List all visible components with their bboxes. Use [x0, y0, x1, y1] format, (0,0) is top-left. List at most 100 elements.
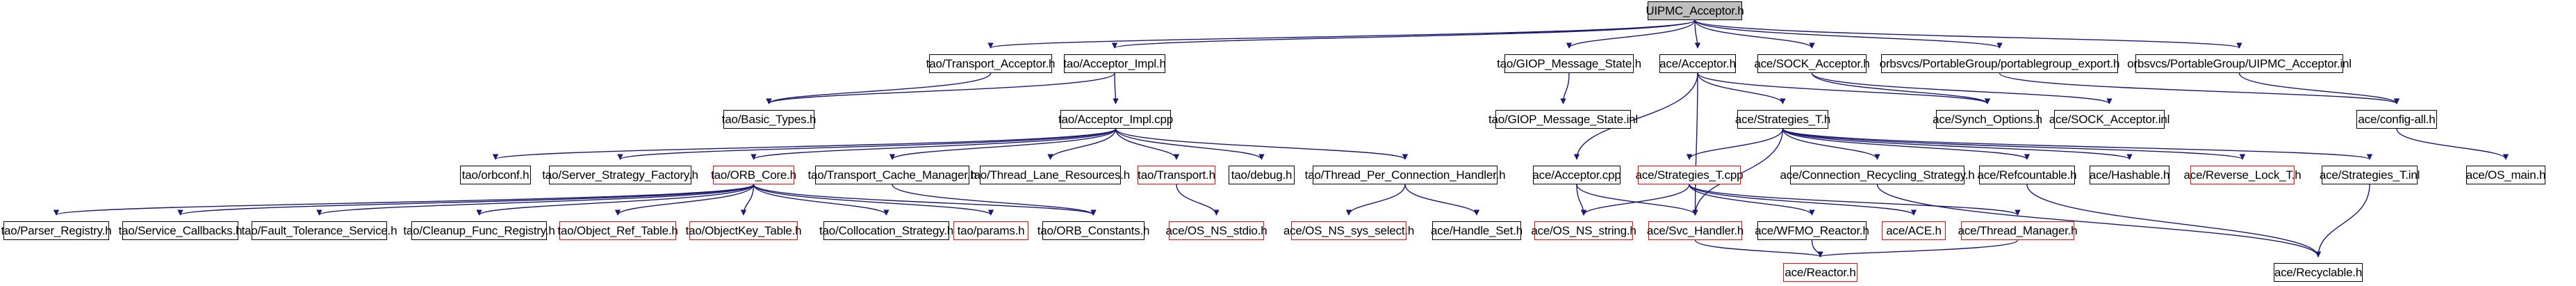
graph-node[interactable]: ace/OS_main.h — [2466, 166, 2545, 184]
graph-edge — [1560, 72, 1570, 104]
graph-node[interactable]: ace/ACE.h — [1882, 221, 1946, 240]
graph-node[interactable]: tao/ORB_Core.h — [711, 166, 796, 184]
graph-edge — [1811, 72, 2113, 104]
graph-node[interactable]: tao/Basic_Types.h — [722, 110, 816, 129]
graph-node[interactable]: ace/Connection_Recycling_Strategy.h — [1780, 166, 1975, 184]
graph-edge — [1580, 184, 1690, 216]
graph-edge — [1113, 72, 1119, 104]
graph-node[interactable]: orbsvcs/PortableGroup/UIPMC_Acceptor.inl — [2127, 54, 2352, 73]
graph-node[interactable]: tao/orbconf.h — [460, 166, 531, 184]
graph-node[interactable]: ace/Handle_Set.h — [1431, 221, 1523, 240]
graph-edge — [1694, 19, 2242, 49]
graph-edge — [1345, 184, 1406, 216]
graph-edge — [2026, 184, 2322, 257]
graph-edge — [766, 72, 992, 104]
graph-edge — [1176, 184, 1220, 216]
graph-edge — [1999, 72, 2399, 104]
graph-edge — [1115, 128, 1265, 160]
graph-edge — [54, 184, 755, 216]
graph-node[interactable]: tao/ORB_Constants.h — [1037, 221, 1149, 240]
graph-node[interactable]: tao/Thread_Per_Connection_Handler.h — [1305, 166, 1506, 184]
graph-edge — [1782, 128, 2031, 160]
graph-node[interactable]: tao/Acceptor_Impl.h — [1063, 54, 1166, 73]
graph-edge — [1576, 184, 1587, 216]
graph-node[interactable]: tao/Transport_Cache_Manager.h — [807, 166, 977, 184]
graph-edge — [1576, 184, 1698, 216]
graph-node[interactable]: ace/Strategies_T.cpp — [1636, 166, 1744, 184]
graph-edge — [1694, 19, 2003, 49]
graph-node[interactable]: tao/GIOP_Message_State.h — [1497, 54, 1641, 73]
graph-node[interactable]: tao/Fault_Tolerance_Service.h — [242, 221, 397, 240]
graph-edge — [1404, 184, 1480, 216]
graph-node[interactable]: ace/OS_NS_sys_select.h — [1283, 221, 1414, 240]
graph-node[interactable]: ace/Thread_Manager.h — [1958, 221, 2078, 240]
graph-node[interactable]: tao/Transport.h — [1138, 166, 1215, 184]
graph-node[interactable]: tao/Server_Strategy_Factory.h — [542, 166, 698, 184]
graph-edge — [1697, 72, 1786, 104]
graph-edge — [1115, 128, 1409, 160]
graph-node[interactable]: ace/Reactor.h — [1783, 263, 1857, 282]
graph-edge — [1689, 184, 1917, 216]
graph-node[interactable]: tao/Thread_Lane_Resources.h — [971, 166, 1130, 184]
graph-edge — [1697, 72, 1991, 104]
graph-edge — [1782, 128, 2372, 160]
graph-edge — [766, 72, 1115, 104]
graph-edge — [1112, 19, 1696, 49]
graph-edge — [1876, 184, 2322, 257]
graph-node[interactable]: ace/WFMO_Reactor.h — [1755, 221, 1869, 240]
graph-node[interactable]: ace/Acceptor.h — [1659, 54, 1736, 73]
graph-node[interactable]: tao/Parser_Registry.h — [1, 221, 112, 240]
graph-edge — [1047, 128, 1117, 160]
graph-node[interactable]: tao/Acceptor_Impl.cpp — [1058, 110, 1173, 129]
graph-edge — [740, 184, 755, 216]
graph-node[interactable]: tao/ObjectKey_Table.h — [686, 221, 802, 240]
graph-edge — [1686, 128, 1784, 160]
graph-node[interactable]: ace/Svc_Handler.h — [1647, 221, 1744, 240]
graph-node[interactable]: tao/GIOP_Message_State.inl — [1488, 110, 1638, 129]
graph-edge — [892, 184, 1097, 216]
graph-node[interactable]: ace/Hashable.h — [2090, 166, 2169, 184]
graph-edge — [1811, 72, 1991, 104]
graph-node[interactable]: tao/Object_Ref_Table.h — [557, 221, 678, 240]
graph-edge — [1689, 184, 2021, 216]
graph-edge — [987, 19, 1696, 49]
graph-node[interactable]: tao/debug.h — [1229, 166, 1295, 184]
graph-node[interactable]: ace/OS_NS_stdio.h — [1166, 221, 1268, 240]
graph-edge — [1694, 19, 1701, 49]
graph-edge — [614, 184, 755, 216]
graph-edge — [177, 184, 755, 216]
graph-node[interactable]: ace/SOCK_Acceptor.h — [1754, 54, 1870, 73]
graph-edge — [1692, 72, 1698, 216]
graph-node[interactable]: ace/Acceptor.cpp — [1532, 166, 1621, 184]
graph-edge — [1694, 19, 1815, 49]
graph-edge — [753, 184, 889, 216]
graph-node[interactable]: tao/Cleanup_Func_Registry.h — [403, 221, 555, 240]
graph-node[interactable]: tao/params.h — [953, 221, 1028, 240]
graph-edge — [1566, 19, 1696, 49]
graph-node[interactable]: tao/Transport_Acceptor.h — [926, 54, 1055, 73]
graph-edge — [2238, 72, 2400, 104]
graph-node[interactable]: tao/Service_Callbacks.h — [119, 221, 243, 240]
graph-edge — [750, 128, 1117, 160]
graph-edge — [753, 184, 1097, 216]
graph-node[interactable]: tao/Collocation_Strategy.h — [819, 221, 953, 240]
graph-node[interactable]: ace/Reverse_Lock_T.h — [2184, 166, 2302, 184]
graph-edge — [1689, 184, 1815, 216]
graph-node[interactable]: orbsvcs/PortableGroup/portablegroup_expo… — [1880, 54, 2119, 73]
graph-edge — [2396, 128, 2509, 160]
graph-node[interactable]: ace/SOCK_Acceptor.inl — [2049, 110, 2169, 129]
graph-edge — [1782, 128, 2133, 160]
graph-node[interactable]: UIPMC_Acceptor.h — [1646, 1, 1744, 20]
graph-node[interactable]: ace/OS_NS_string.h — [1531, 221, 1636, 240]
graph-node[interactable]: ace/Strategies_T.h — [1735, 110, 1830, 129]
graph-node[interactable]: ace/Synch_Options.h — [1933, 110, 2042, 129]
graph-edge — [1782, 128, 1880, 160]
graph-node[interactable]: ace/Recyclable.h — [2274, 263, 2363, 282]
graph-node[interactable]: ace/Refcountable.h — [1978, 166, 2077, 184]
graph-node[interactable]: ace/Strategies_T.inl — [2320, 166, 2420, 184]
graph-node[interactable]: ace/config-all.h — [2356, 110, 2437, 129]
graph-edge — [753, 184, 994, 216]
graph-edge — [476, 184, 755, 216]
